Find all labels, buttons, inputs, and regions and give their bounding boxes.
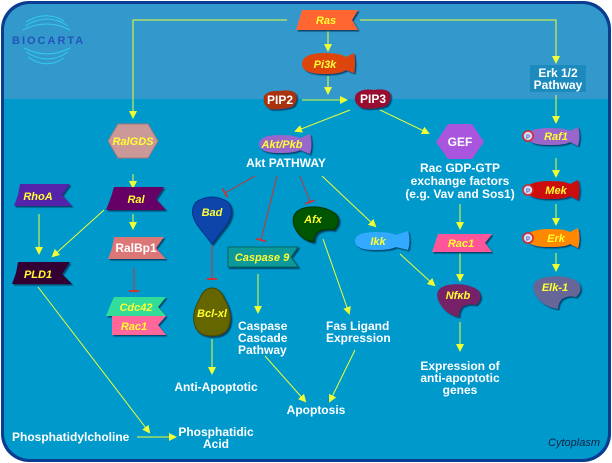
arrow-ikk-nfkb <box>399 253 436 287</box>
akt-pathway-label: Akt PATHWAY <box>246 156 326 170</box>
phosphatidylcholine-label: Phosphatidylcholine <box>12 430 130 444</box>
node-ras[interactable]: Ras <box>296 10 358 30</box>
svg-text:Pathway: Pathway <box>238 343 287 357</box>
svg-text:Caspase: Caspase <box>238 319 288 333</box>
inhibit-akt-casp9 <box>255 175 278 243</box>
node-caspase9[interactable]: Caspase 9 <box>227 246 299 268</box>
node-bad[interactable]: Bad <box>192 196 232 245</box>
svg-text:Acid: Acid <box>203 437 229 451</box>
node-ral[interactable]: Ral <box>106 187 166 210</box>
svg-text:Bad: Bad <box>202 207 223 219</box>
arrow-ral-pld1 <box>51 209 105 258</box>
arrow-akt-ikk <box>321 175 377 228</box>
svg-text:GEF: GEF <box>448 135 473 149</box>
node-pip3[interactable]: PIP3 <box>354 89 391 109</box>
svg-text:RalGDS: RalGDS <box>113 136 155 148</box>
svg-text:Nfκb: Nfκb <box>446 290 471 302</box>
svg-text:Rac GDP-GTP: Rac GDP-GTP <box>420 161 500 175</box>
svg-text:Cascade: Cascade <box>238 331 288 345</box>
svg-text:Ras: Ras <box>316 15 336 27</box>
svg-text:Ral: Ral <box>127 194 145 206</box>
svg-text:Expression: Expression <box>326 331 391 345</box>
node-afx[interactable]: Afx <box>292 206 340 243</box>
svg-text:Phosphatidic: Phosphatidic <box>178 425 254 439</box>
arrow-pip3-gef <box>379 109 430 135</box>
node-cdc42[interactable]: Cdc42 <box>106 297 166 316</box>
svg-text:genes: genes <box>443 383 478 397</box>
node-bclxl[interactable]: Bcl-xl <box>193 287 231 337</box>
arrow-afx-fas <box>322 238 351 315</box>
phospho-erk: P <box>522 232 534 244</box>
compartment-label: Cytoplasm <box>548 437 600 449</box>
node-raf1[interactable]: Raf1 <box>527 127 580 146</box>
node-gef[interactable]: GEF <box>436 124 484 159</box>
phospho-mek: P <box>522 184 534 196</box>
svg-text:RalBp1: RalBp1 <box>115 241 157 255</box>
svg-text:Expression of: Expression of <box>420 359 500 373</box>
node-erk[interactable]: Erk <box>527 228 580 248</box>
svg-text:Raf1: Raf1 <box>544 131 568 143</box>
svg-text:exchange factors: exchange factors <box>411 174 510 188</box>
logo-text: BioCarta <box>12 35 85 47</box>
fas-ligand-label: Fas Ligand Expression <box>326 319 391 345</box>
arrow-fas-apoptosis <box>329 349 356 403</box>
arrow-pld1-pa <box>37 286 151 434</box>
anti-apoptotic-label: Anti-Apoptotic <box>174 380 258 394</box>
svg-text:PIP3: PIP3 <box>360 92 386 106</box>
svg-text:Erk 1/2: Erk 1/2 <box>538 66 578 80</box>
svg-text:Akt/Pkb: Akt/Pkb <box>261 139 303 151</box>
svg-text:Afx: Afx <box>303 214 323 226</box>
svg-text:Mek: Mek <box>545 185 567 197</box>
node-mek[interactable]: Mek <box>527 180 580 200</box>
svg-text:P: P <box>526 135 530 141</box>
arrow-pip3-akt <box>294 109 351 133</box>
phospho-raf1: P <box>522 130 534 142</box>
node-ralgds[interactable]: RalGDS <box>107 123 159 159</box>
svg-text:Caspase 9: Caspase 9 <box>235 252 290 264</box>
rac-gef-label: Rac GDP-GTP exchange factors (e.g. Vav a… <box>405 161 514 201</box>
arrow-ras-ralgds <box>129 19 287 119</box>
erk-pathway-box[interactable]: Erk 1/2 Pathway <box>530 65 586 92</box>
svg-text:Fas Ligand: Fas Ligand <box>326 319 389 333</box>
node-elk1[interactable]: Elk-1 <box>533 276 581 309</box>
svg-text:(e.g. Vav and Sos1): (e.g. Vav and Sos1) <box>405 187 514 201</box>
node-akt[interactable]: Akt/Pkb <box>259 134 312 154</box>
apoptosis-label: Apoptosis <box>287 403 346 417</box>
expression-genes-label: Expression of anti-apoptotic genes <box>420 359 500 397</box>
node-rhoa[interactable]: RhoA <box>14 184 72 206</box>
caspase-cascade-label: Caspase Cascade Pathway <box>238 319 288 357</box>
svg-text:Rac1: Rac1 <box>448 238 474 250</box>
node-rac1-right[interactable]: Rac1 <box>432 234 492 252</box>
inhibit-akt-afx <box>299 175 316 205</box>
phosphatidic-acid-label: Phosphatidic Acid <box>178 425 254 451</box>
svg-text:PLD1: PLD1 <box>24 269 52 281</box>
svg-text:Pi3k: Pi3k <box>314 59 338 71</box>
svg-text:Pathway: Pathway <box>534 78 583 92</box>
node-rac1-left[interactable]: Rac1 <box>112 316 166 335</box>
arrow-ras-erk <box>360 19 560 64</box>
svg-text:Cdc42: Cdc42 <box>119 302 152 314</box>
svg-text:Erk: Erk <box>547 233 566 245</box>
biocarta-logo: BioCarta <box>12 15 85 65</box>
connections <box>35 19 560 441</box>
svg-text:Bcl-xl: Bcl-xl <box>197 308 228 320</box>
node-pip2[interactable]: PIP2 <box>263 90 297 110</box>
svg-text:Elk-1: Elk-1 <box>542 282 568 294</box>
svg-text:P: P <box>526 189 530 195</box>
svg-text:RhoA: RhoA <box>23 191 52 203</box>
svg-text:Rac1: Rac1 <box>121 321 147 333</box>
node-ralbp1[interactable]: RalBp1 <box>108 237 166 259</box>
arrow-cascade-apoptosis <box>264 355 307 403</box>
node-pi3k[interactable]: Pi3k <box>302 53 355 74</box>
svg-text:PIP2: PIP2 <box>267 93 293 107</box>
svg-text:Ikk: Ikk <box>370 236 386 248</box>
node-ikk[interactable]: Ikk <box>355 231 410 250</box>
inhibit-akt-bad <box>221 175 256 198</box>
svg-text:P: P <box>526 237 530 243</box>
node-pld1[interactable]: PLD1 <box>12 262 72 284</box>
node-nfkb[interactable]: Nfκb <box>437 284 481 317</box>
svg-text:anti-apoptotic: anti-apoptotic <box>420 371 500 385</box>
